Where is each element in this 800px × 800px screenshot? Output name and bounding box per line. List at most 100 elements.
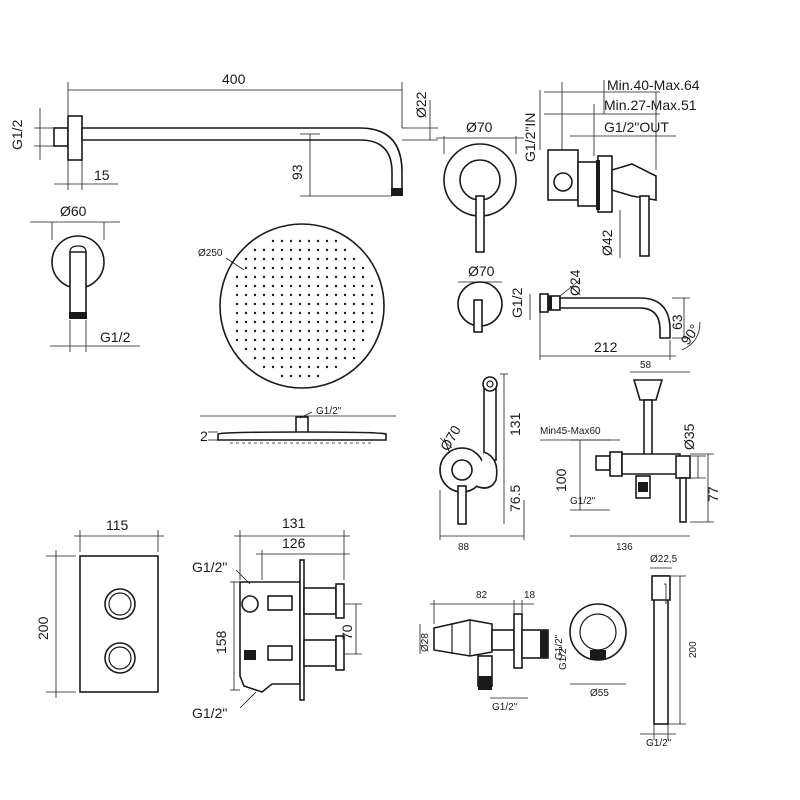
nozzle-dot [253,347,257,351]
nozzle-dot [370,284,374,288]
nozzle-dot [352,329,356,333]
nozzle-dot [361,284,365,288]
nozzle-dot [289,275,293,279]
nozzle-dot [244,329,248,333]
box-thread-bottom-label: G1/2" [192,705,227,721]
nozzle-dot [307,302,311,306]
nozzle-dot [253,293,257,297]
nozzle-dot [280,275,284,279]
nozzle-dot [262,275,266,279]
nozzle-dot [316,293,320,297]
nozzle-dot [262,293,266,297]
mixer-lever-front [475,195,485,253]
bidet-spray-head [632,379,664,401]
nozzle-dot [298,311,302,315]
mixer-in-label: G1/2"IN [522,113,538,162]
concealed-box-drawing: 131 126 158 70 G1/2" G1/2" [192,515,362,721]
spout-thread-label: G1/2 [509,287,525,318]
nozzle-dot [271,329,275,333]
elbow-thread [69,312,87,319]
box-wall-plate [299,559,305,701]
mixer-body-side [611,163,657,201]
mixer-wall-plate [597,155,613,213]
nozzle-dot [352,320,356,324]
nozzle-dot [235,320,239,324]
nozzle-dot [343,338,347,342]
bidet-diameter-label: Ø35 [681,423,697,450]
nozzle-dot [316,248,320,252]
head-face [219,223,385,389]
nozzle-dot [244,338,248,342]
shower-head-drawing: Ø250 2 G1/2" [198,223,396,444]
nozzle-dot [361,329,365,333]
nozzle-dot [352,293,356,297]
mixer-lever-side [639,195,650,257]
nozzle-dot [253,275,257,279]
nozzle-dot [271,311,275,315]
nozzle-dot [307,320,311,324]
nozzle-dot [334,365,338,369]
nozzle-dot [334,338,338,342]
plate-height-label: 200 [35,616,51,640]
nozzle-dot [352,347,356,351]
nozzle-dot [370,302,374,306]
nozzle-dot [289,266,293,270]
nozzle-dot [370,311,374,315]
nozzle-dot [334,239,338,243]
nozzle-dot [361,275,365,279]
nozzle-dot [244,302,248,306]
bidet-lever [679,477,687,523]
nozzle-dot [325,347,329,351]
nozzle-dot [289,311,293,315]
rail-diameter-label: Ø22,5 [650,554,678,565]
nozzle-dot [253,302,257,306]
supply-thread-side-label: G1/2" [554,634,565,660]
spout-length-label: 212 [594,339,618,355]
spout-plate-label: Ø70 [468,263,495,279]
nozzle-dot [334,275,338,279]
wall-elbow-drawing: Ø60 G1/2 [30,203,140,352]
arm-thread-stub [53,127,69,147]
nozzle-dot [235,302,239,306]
nozzle-dot [334,266,338,270]
nozzle-dot [334,284,338,288]
nozzle-dot [361,320,365,324]
nozzle-dot [307,275,311,279]
wall-spout-drawing: Ø70 Ø24 G1/2 212 63 90° [457,263,703,360]
bidet-width-label: 58 [640,360,652,371]
nozzle-dot [325,302,329,306]
nozzle-dot [298,365,302,369]
arm-thread-label: G1/2 [9,119,25,150]
nozzle-dot [316,266,320,270]
head-side-profile [217,431,387,441]
nozzle-dot [289,284,293,288]
nozzle-dot [316,239,320,243]
nozzle-dot [325,266,329,270]
nozzle-dot [352,266,356,270]
spout-drop-label: 63 [669,314,685,330]
nozzle-dot [298,320,302,324]
nozzle-dot [325,338,329,342]
nozzle-dot [271,248,275,252]
nozzle-dot [271,338,275,342]
valve-height-2-label: 76.5 [507,485,523,512]
nozzle-dot [334,302,338,306]
nozzle-dot [307,338,311,342]
nozzle-dot [307,329,311,333]
nozzle-dot [253,320,257,324]
nozzle-dot [289,329,293,333]
arm-diameter-label: Ø22 [413,91,429,118]
supply-body [433,619,493,657]
nozzle-dot [325,311,329,315]
nozzle-dot [298,266,302,270]
wall-outlet-drawing: Ø55 G1/2" [558,603,627,699]
nozzle-dot [280,347,284,351]
nozzle-dot [352,311,356,315]
concealed-mixer-drawing: Ø70 Min.40-Max.64 Min.27-Max.51 G1/2"OUT… [436,77,700,258]
rail-thread-label: G1/2" [646,738,672,749]
nozzle-dot [325,365,329,369]
nozzle-dot [280,284,284,288]
nozzle-dot [280,302,284,306]
nozzle-dot [307,239,311,243]
